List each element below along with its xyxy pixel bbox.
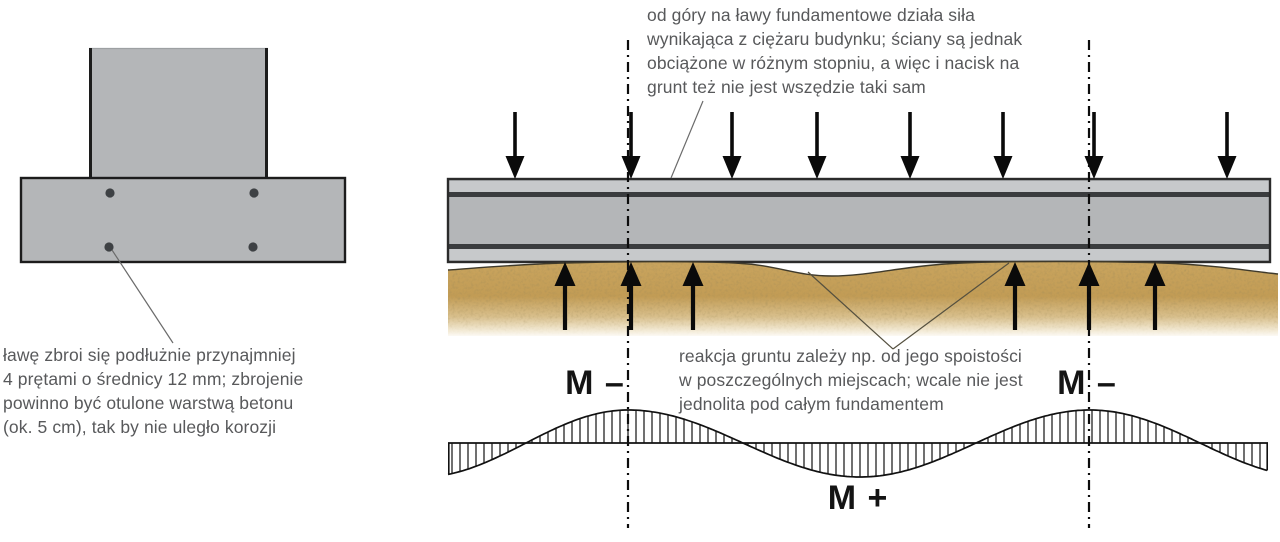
moment-curve	[447, 409, 1268, 478]
reaction-note: reakcja gruntu zależy np. od jego spoist…	[679, 346, 1023, 414]
arrow-head	[682, 262, 704, 286]
arrow-head	[554, 262, 576, 286]
load-note: od góry na ławy fundamentowe działa siła…	[647, 5, 1023, 97]
arrow-head	[993, 156, 1013, 179]
rebar-leader-line	[111, 249, 174, 344]
arrow-head	[1004, 262, 1026, 286]
arrow-head	[1144, 262, 1166, 286]
soil-surface-line	[447, 260, 1279, 277]
soil	[447, 260, 1279, 336]
rebar-dot	[249, 188, 259, 198]
reaction-leader-line	[892, 262, 1010, 350]
arrow-head	[900, 156, 920, 179]
centerlines	[626, 40, 1091, 528]
reaction-arrows	[554, 262, 1166, 330]
left-figure	[19, 47, 347, 344]
rebar-note: ławę zbroi się podłużnie przynajmniej 4 …	[3, 345, 304, 437]
reaction-leader-line	[807, 271, 894, 350]
moment-diagram	[447, 409, 1268, 478]
soil-texture	[448, 261, 1278, 336]
moment-positive-label: M +	[827, 479, 889, 517]
rebar-dot	[104, 242, 114, 252]
arrow-head	[1084, 156, 1104, 179]
rebar-dot	[248, 242, 258, 252]
moment-negative-label-left: M –	[565, 364, 625, 402]
arrow-head	[621, 156, 641, 179]
arrow-head	[722, 156, 742, 179]
bottom-rebar-stripe	[448, 244, 1270, 249]
foundation-strip-beam	[446, 177, 1272, 264]
arrow-head	[807, 156, 827, 179]
top-rebar-stripe	[448, 192, 1270, 197]
arrow-head	[620, 262, 642, 286]
arrow-head	[1217, 156, 1237, 179]
load-arrows	[505, 112, 1237, 179]
footing-cross-section	[19, 176, 347, 264]
moment-negative-label-right: M –	[1057, 364, 1117, 402]
rebar-dot	[105, 188, 115, 198]
arrow-head	[1078, 262, 1100, 286]
arrow-head	[505, 156, 525, 179]
leader-lines	[670, 100, 1010, 350]
load-leader-line	[670, 100, 704, 179]
wall-cross-section	[89, 48, 268, 178]
